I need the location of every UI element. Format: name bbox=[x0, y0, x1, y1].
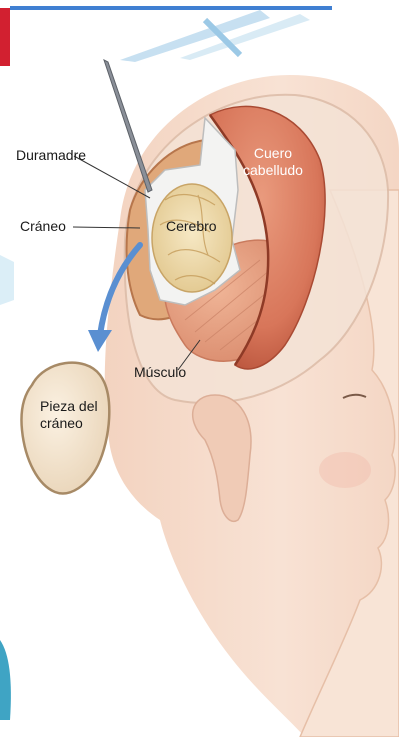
top-banner bbox=[0, 0, 399, 66]
label-pieza-line1: Pieza del bbox=[40, 398, 98, 415]
label-musculo: Músculo bbox=[134, 364, 186, 381]
label-pieza-line2: cráneo bbox=[40, 415, 98, 432]
cheek bbox=[319, 452, 371, 488]
label-duramadre: Duramadre bbox=[16, 147, 86, 164]
label-cuero-cabelludo: Cuero cabelludo bbox=[243, 145, 303, 179]
label-cuero-line1: Cuero bbox=[243, 145, 303, 162]
label-pieza-del-craneo: Pieza del cráneo bbox=[40, 398, 98, 432]
label-cuero-line2: cabelludo bbox=[243, 162, 303, 179]
retractor-instrument bbox=[104, 60, 152, 192]
label-cerebro: Cerebro bbox=[166, 218, 217, 235]
label-craneo: Cráneo bbox=[20, 218, 66, 235]
edge-decorations bbox=[0, 255, 14, 720]
